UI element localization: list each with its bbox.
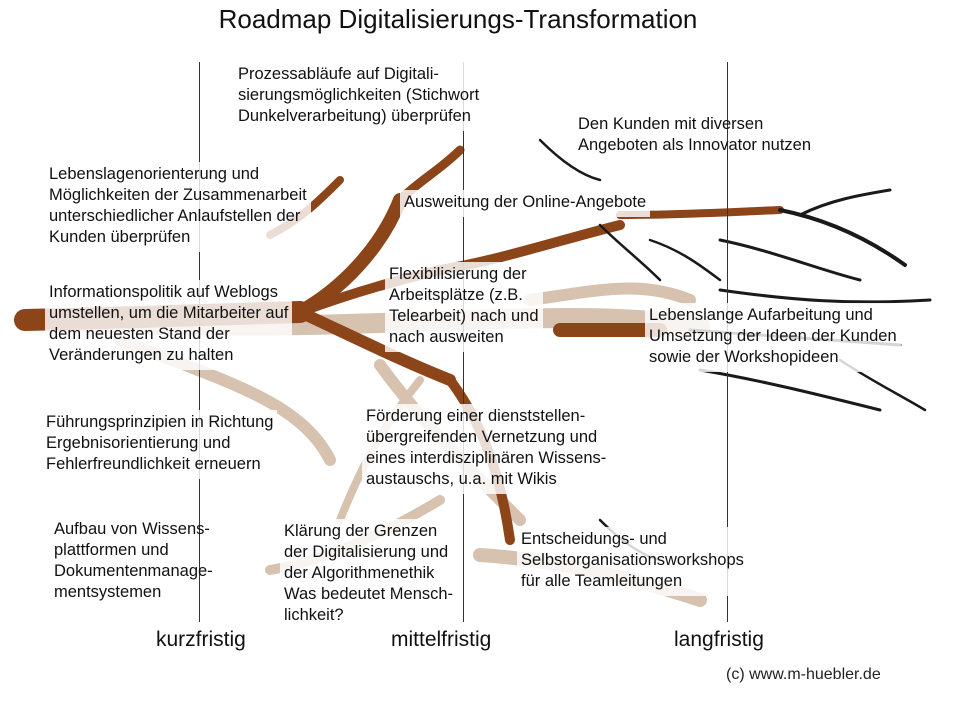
axis-label-mittelfristig: mittelfristig xyxy=(391,628,492,651)
note-flexibilisierung: Flexibilisierung der Arbeitsplätze (z.B.… xyxy=(385,262,543,352)
axis-label-kurzfristig: kurzfristig xyxy=(156,628,246,651)
note-online-angebote: Ausweitung der Online-Angebote xyxy=(400,190,651,217)
note-lebenslagenorientierung: Lebenslagenorienterung und Möglichkeiten… xyxy=(45,162,311,252)
copyright-text: (c) www.m-huebler.de xyxy=(726,666,881,683)
note-workshops: Entscheidungs- und Selbstorganisationswo… xyxy=(517,527,748,596)
note-fuehrungsprinzipien: Führungsprinzipien in Richtung Ergebniso… xyxy=(42,410,278,479)
note-wissensplattformen: Aufbau von Wissens- plattformen und Doku… xyxy=(54,520,213,601)
note-prozessablaeufe: Prozessabläufe auf Digitali- sierungsmög… xyxy=(234,62,484,131)
note-lebenslange-aufarbeitung: Lebenslange Aufarbeitung und Umsetzung d… xyxy=(645,303,901,372)
note-informationspolitik: Informationspolitik auf Weblogs umstelle… xyxy=(45,280,293,370)
note-grenzen-digitalisierung: Klärung der Grenzen der Digitalisierung … xyxy=(280,519,458,630)
axis-label-langfristig: langfristig xyxy=(674,628,764,651)
note-kunden-innovator: Den Kunden mit diversen Angeboten als In… xyxy=(578,115,812,154)
note-vernetzung: Förderung einer dienststellen- übergreif… xyxy=(362,404,611,494)
diagram-title: Roadmap Digitalisierungs-Transformation xyxy=(218,4,698,34)
